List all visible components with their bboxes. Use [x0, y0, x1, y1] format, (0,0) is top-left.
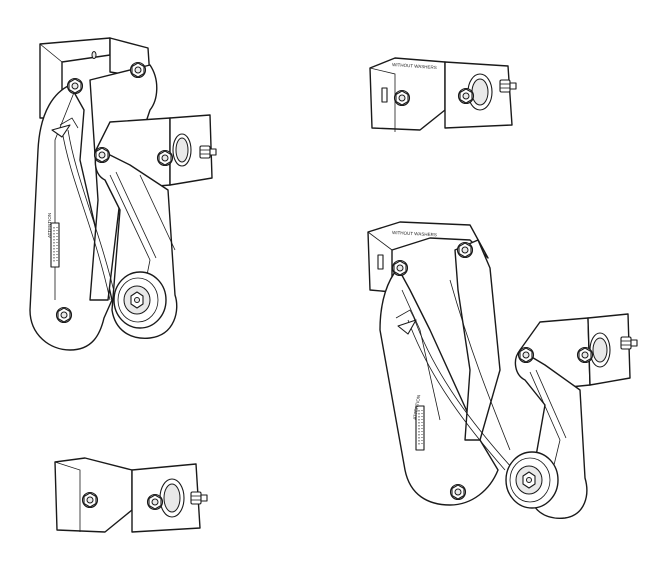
- hinge-assembly-3: ATTENTION WITHOUT WASHERS: [367, 221, 638, 519]
- warning-label-text-1: ATTENTION: [47, 213, 52, 238]
- bracket-assembly-4: [54, 457, 208, 533]
- bracket-assembly-2: WITHOUT WASHERS: [369, 57, 517, 132]
- bracket-text-2: WITHOUT WASHERS: [392, 62, 437, 70]
- warning-label-text-3: ATTENTION: [412, 395, 421, 421]
- bracket-text-3: WITHOUT WASHERS: [392, 230, 437, 237]
- hinge-assembly-1: ATTENTION: [29, 37, 217, 351]
